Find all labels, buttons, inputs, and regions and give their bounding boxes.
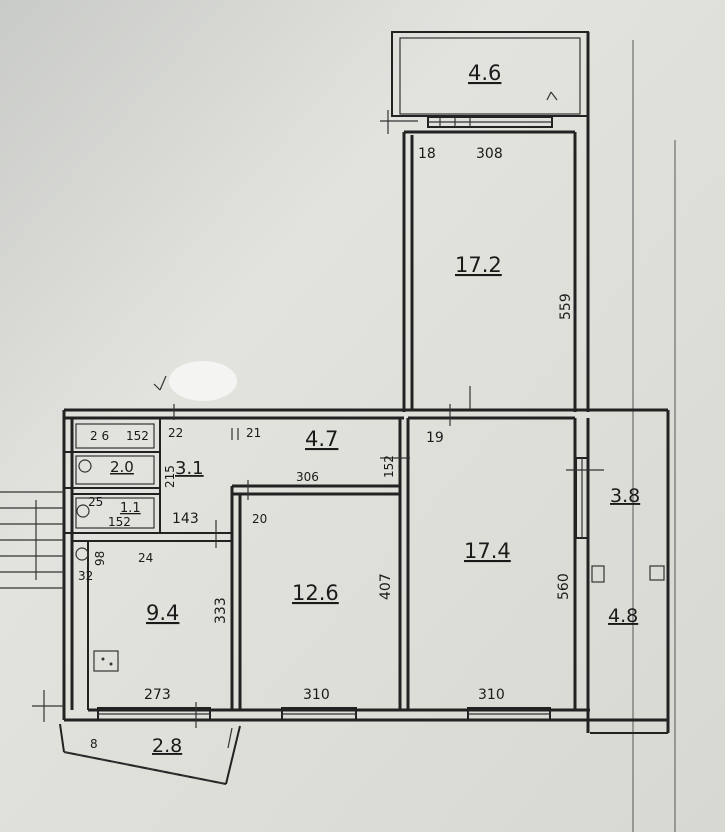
area-room-top: 17.2 xyxy=(455,253,502,277)
dim-559: 559 xyxy=(558,293,574,320)
area-hall: 3.1 xyxy=(175,458,204,479)
dim-310-middle: 310 xyxy=(303,687,330,703)
blurred-smudge xyxy=(169,361,237,401)
window-room-middle xyxy=(281,707,357,721)
dim-407: 407 xyxy=(378,573,394,600)
dim-308: 308 xyxy=(476,146,503,162)
entrance-stairs xyxy=(0,491,64,589)
dim-18: 18 xyxy=(418,146,436,162)
stove-icon xyxy=(93,650,119,672)
dim-273: 273 xyxy=(144,687,171,703)
door-marks xyxy=(32,375,471,728)
area-room-right: 17.4 xyxy=(464,539,511,563)
dim-152-corridor: 152 xyxy=(382,455,396,478)
window-room-right xyxy=(467,707,551,721)
room-top xyxy=(402,32,590,412)
area-kitchen: 9.4 xyxy=(146,601,179,625)
dim-32: 32 xyxy=(78,569,93,583)
dim-306: 306 xyxy=(296,470,319,484)
window-kitchen xyxy=(97,707,211,721)
window-loggia xyxy=(566,457,604,539)
balcony-bottom xyxy=(59,723,241,785)
dim-333: 333 xyxy=(213,597,229,624)
dim-2-6: 2 6 xyxy=(90,429,109,443)
dim-20: 20 xyxy=(252,512,267,526)
window-top xyxy=(380,110,553,134)
dim-21: 21 xyxy=(246,426,261,440)
area-bathroom: 2.0 xyxy=(110,458,134,476)
dim-560: 560 xyxy=(556,573,572,600)
area-toilet: 1.1 xyxy=(120,501,141,516)
area-loggia-bottom: 4.8 xyxy=(608,605,638,627)
dim-24: 24 xyxy=(138,551,153,565)
area-balcony-bottom: 2.8 xyxy=(152,735,182,757)
bathroom-fixtures xyxy=(75,423,155,561)
dim-152-wc: 152 xyxy=(108,515,131,529)
dim-25: 25 xyxy=(88,495,103,509)
dim-19: 19 xyxy=(426,430,444,446)
dim-8: 8 xyxy=(90,737,98,751)
dim-22: 22 xyxy=(168,426,183,440)
dim-215: 215 xyxy=(163,465,177,488)
area-corridor: 4.7 xyxy=(305,427,338,451)
dim-152-top: 152 xyxy=(126,429,149,443)
area-room-middle: 12.6 xyxy=(292,581,339,605)
area-loggia-top: 3.8 xyxy=(610,485,640,507)
interior-walls xyxy=(64,416,590,733)
loggia-door xyxy=(591,565,665,583)
dim-143: 143 xyxy=(172,511,199,527)
dim-310-right: 310 xyxy=(478,687,505,703)
dim-98: 98 xyxy=(93,551,107,566)
area-balcony-top: 4.6 xyxy=(468,61,501,85)
